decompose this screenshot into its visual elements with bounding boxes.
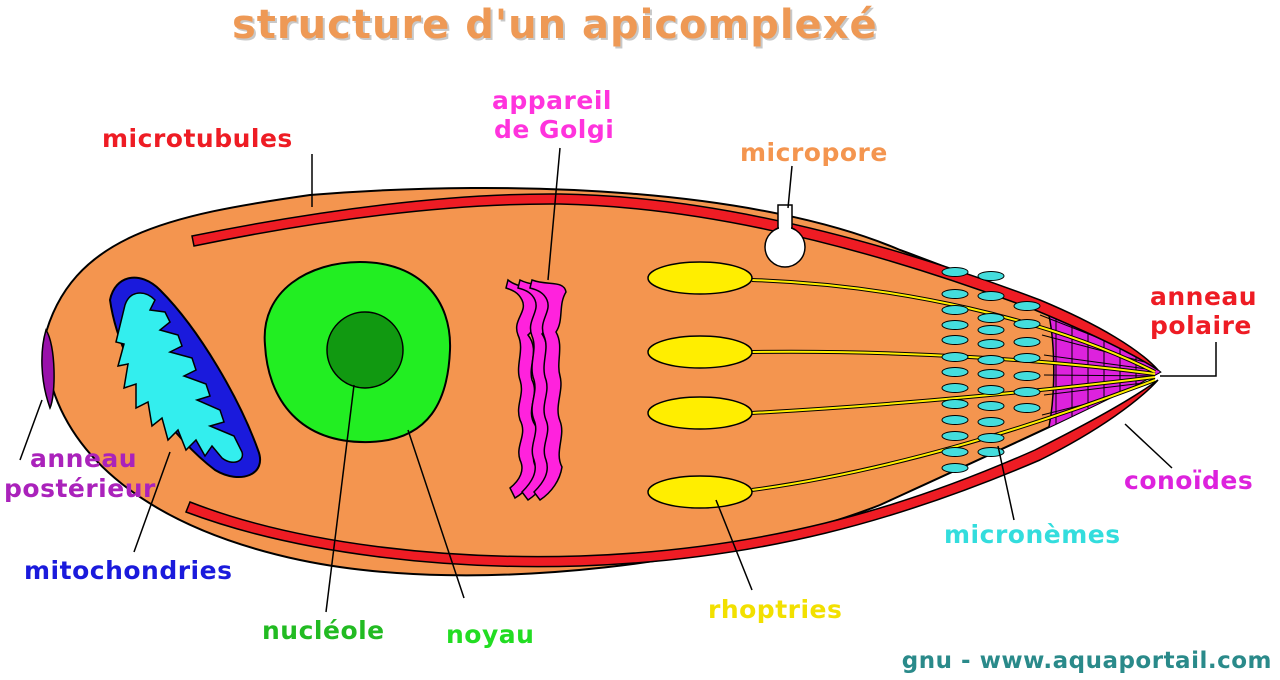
label-golgi-line2: de Golgi	[494, 115, 615, 144]
microneme	[941, 289, 969, 299]
credit-text: gnu - www.aquaportail.com	[901, 648, 1272, 674]
microneme	[941, 431, 969, 441]
label-nucleus: noyau	[446, 620, 535, 649]
microneme	[977, 417, 1005, 427]
microneme	[1013, 371, 1041, 381]
label-posterior-ring-line2: postérieur	[4, 474, 156, 503]
microneme	[941, 415, 969, 425]
microneme	[941, 463, 969, 473]
microneme	[1013, 403, 1041, 413]
microneme	[941, 335, 969, 345]
diagram-title: structure d'un apicomplexé	[232, 2, 878, 48]
label-posterior-ring-line1: anneau	[30, 444, 138, 473]
microneme	[977, 433, 1005, 443]
label-golgi-line1: appareil	[492, 86, 612, 115]
label-microtubules: microtubules	[102, 124, 293, 153]
microneme	[1013, 353, 1041, 363]
posterior-ring	[41, 328, 55, 410]
microneme	[977, 339, 1005, 349]
microneme	[977, 369, 1005, 379]
mitochondria	[108, 276, 261, 479]
rhoptries	[647, 261, 753, 509]
golgi-apparatus	[505, 278, 567, 502]
microneme	[941, 383, 969, 393]
microneme	[941, 320, 969, 330]
label-polar-ring-line1: anneau	[1150, 282, 1258, 311]
label-micropore: micropore	[740, 138, 888, 167]
label-polar-ring-line2: polaire	[1150, 311, 1252, 340]
microneme	[977, 291, 1005, 301]
microneme	[941, 305, 969, 315]
microneme	[941, 352, 969, 362]
nucleolus	[326, 311, 404, 389]
microneme	[941, 447, 969, 457]
microneme	[941, 367, 969, 377]
microtubules	[185, 193, 1159, 568]
microneme	[977, 271, 1005, 281]
micronemes	[941, 267, 1041, 473]
microneme	[941, 267, 969, 277]
microneme	[977, 355, 1005, 365]
microneme	[941, 399, 969, 409]
microneme	[977, 385, 1005, 395]
label-conoids: conoïdes	[1124, 466, 1254, 495]
microneme	[1013, 387, 1041, 397]
microneme	[977, 313, 1005, 323]
microneme	[1013, 337, 1041, 347]
label-rhoptries: rhoptries	[708, 595, 843, 624]
label-micronemes: micronèmes	[944, 520, 1121, 549]
label-nucleolus: nucléole	[262, 616, 385, 645]
microneme	[1013, 301, 1041, 311]
microneme	[977, 325, 1005, 335]
microneme	[977, 401, 1005, 411]
label-mitochondria: mitochondries	[24, 556, 233, 585]
microneme	[977, 447, 1005, 457]
micropore	[764, 204, 806, 268]
microneme	[1013, 319, 1041, 329]
leader-lines	[19, 147, 1217, 613]
